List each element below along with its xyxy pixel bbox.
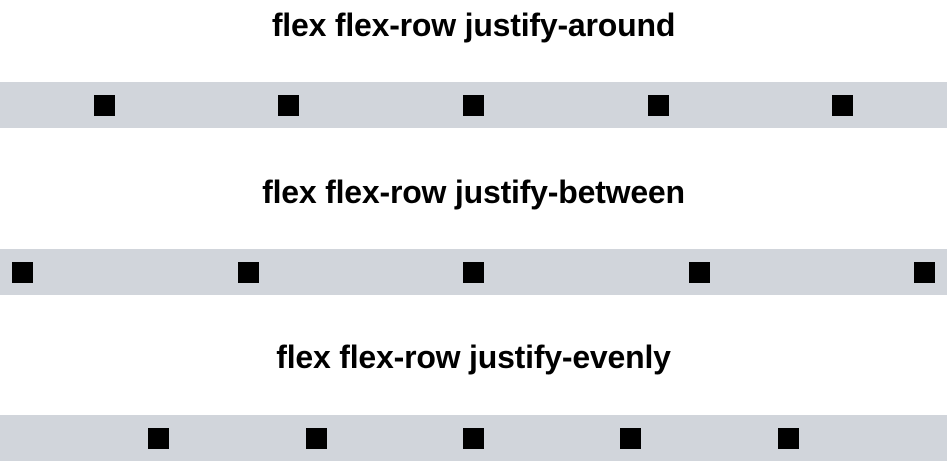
flex-item — [914, 261, 935, 283]
flex-item — [463, 261, 484, 283]
flex-item — [148, 427, 170, 449]
flex-item — [688, 261, 710, 283]
flex-item — [462, 427, 484, 449]
demo-section-justify-between: flex flex-row justify-between — [0, 128, 947, 295]
flex-item — [12, 261, 33, 283]
flex-container-justify-evenly — [0, 415, 947, 461]
section-label-justify-between: flex flex-row justify-between — [262, 174, 685, 210]
flex-item — [647, 94, 669, 116]
flex-item — [462, 94, 484, 116]
flex-item — [832, 94, 854, 116]
flex-item — [620, 427, 642, 449]
section-label-justify-around: flex flex-row justify-around — [271, 7, 676, 43]
flex-item — [305, 427, 327, 449]
flex-item — [93, 94, 115, 116]
demo-section-justify-evenly: flex flex-row justify-evenly — [0, 295, 947, 461]
flex-item — [278, 94, 300, 116]
flex-container-justify-around — [0, 82, 947, 128]
section-label-justify-evenly: flex flex-row justify-evenly — [276, 339, 671, 375]
flex-item — [777, 427, 799, 449]
flex-item — [237, 261, 259, 283]
flex-container-justify-between — [0, 249, 947, 295]
demo-section-justify-around: flex flex-row justify-around — [0, 0, 947, 128]
